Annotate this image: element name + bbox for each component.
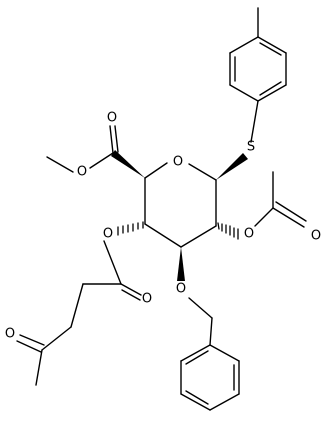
benzyl-group [188, 297, 213, 346]
hash-c2-o [217, 222, 239, 240]
atom-benzyl-link-oxygen: O [176, 282, 186, 297]
pyranose-ring [144, 162, 217, 248]
atom-acetyl-link-oxygen: O [244, 227, 254, 242]
tolyl-ring [229, 36, 287, 102]
atom-levulinoyl-link-oxygen: O [103, 227, 113, 242]
bond-lines [16, 7, 307, 411]
atom-labels: O S O O O O O O O O [5, 111, 321, 342]
atom-ketone-oxygen: O [5, 327, 15, 342]
atom-thio-sulfur: S [247, 140, 255, 155]
bond-s-tolyl [250, 100, 259, 143]
methyl-ester [46, 125, 119, 173]
atom-acetyl-carbonyl-oxygen: O [311, 229, 321, 244]
atom-ester-methoxy-oxygen: O [77, 165, 87, 180]
wedge-c5-ester [111, 150, 145, 178]
hash-c4-o [117, 221, 144, 236]
acetyl-group [254, 171, 307, 228]
levulinoyl-chain [16, 240, 142, 386]
wedge-c1-s [216, 153, 248, 180]
benzyl-phenyl-ring [180, 344, 240, 411]
atom-ester-carbonyl-oxygen: O [107, 111, 117, 126]
wedge-c3-o [177, 247, 185, 281]
atom-levulinoyl-carbonyl-oxygen: O [142, 292, 152, 307]
atom-ring-oxygen: O [173, 155, 183, 170]
